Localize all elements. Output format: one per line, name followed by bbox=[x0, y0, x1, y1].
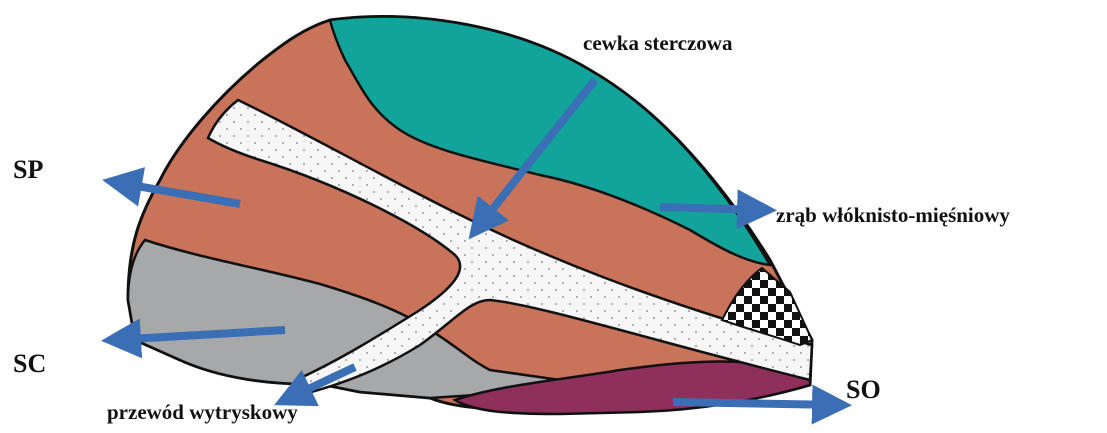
label-urethra: cewka sterczowa bbox=[583, 33, 732, 54]
label-stroma: zrąb włóknisto-mięśniowy bbox=[776, 205, 1010, 226]
label-ejaculatory-duct: przewód wytryskowy bbox=[107, 402, 298, 423]
label-sc: SC bbox=[13, 351, 46, 377]
label-sp: SP bbox=[13, 157, 43, 183]
arrow-stroma bbox=[660, 207, 765, 210]
arrow-so bbox=[673, 402, 840, 405]
label-so: SO bbox=[846, 377, 881, 403]
